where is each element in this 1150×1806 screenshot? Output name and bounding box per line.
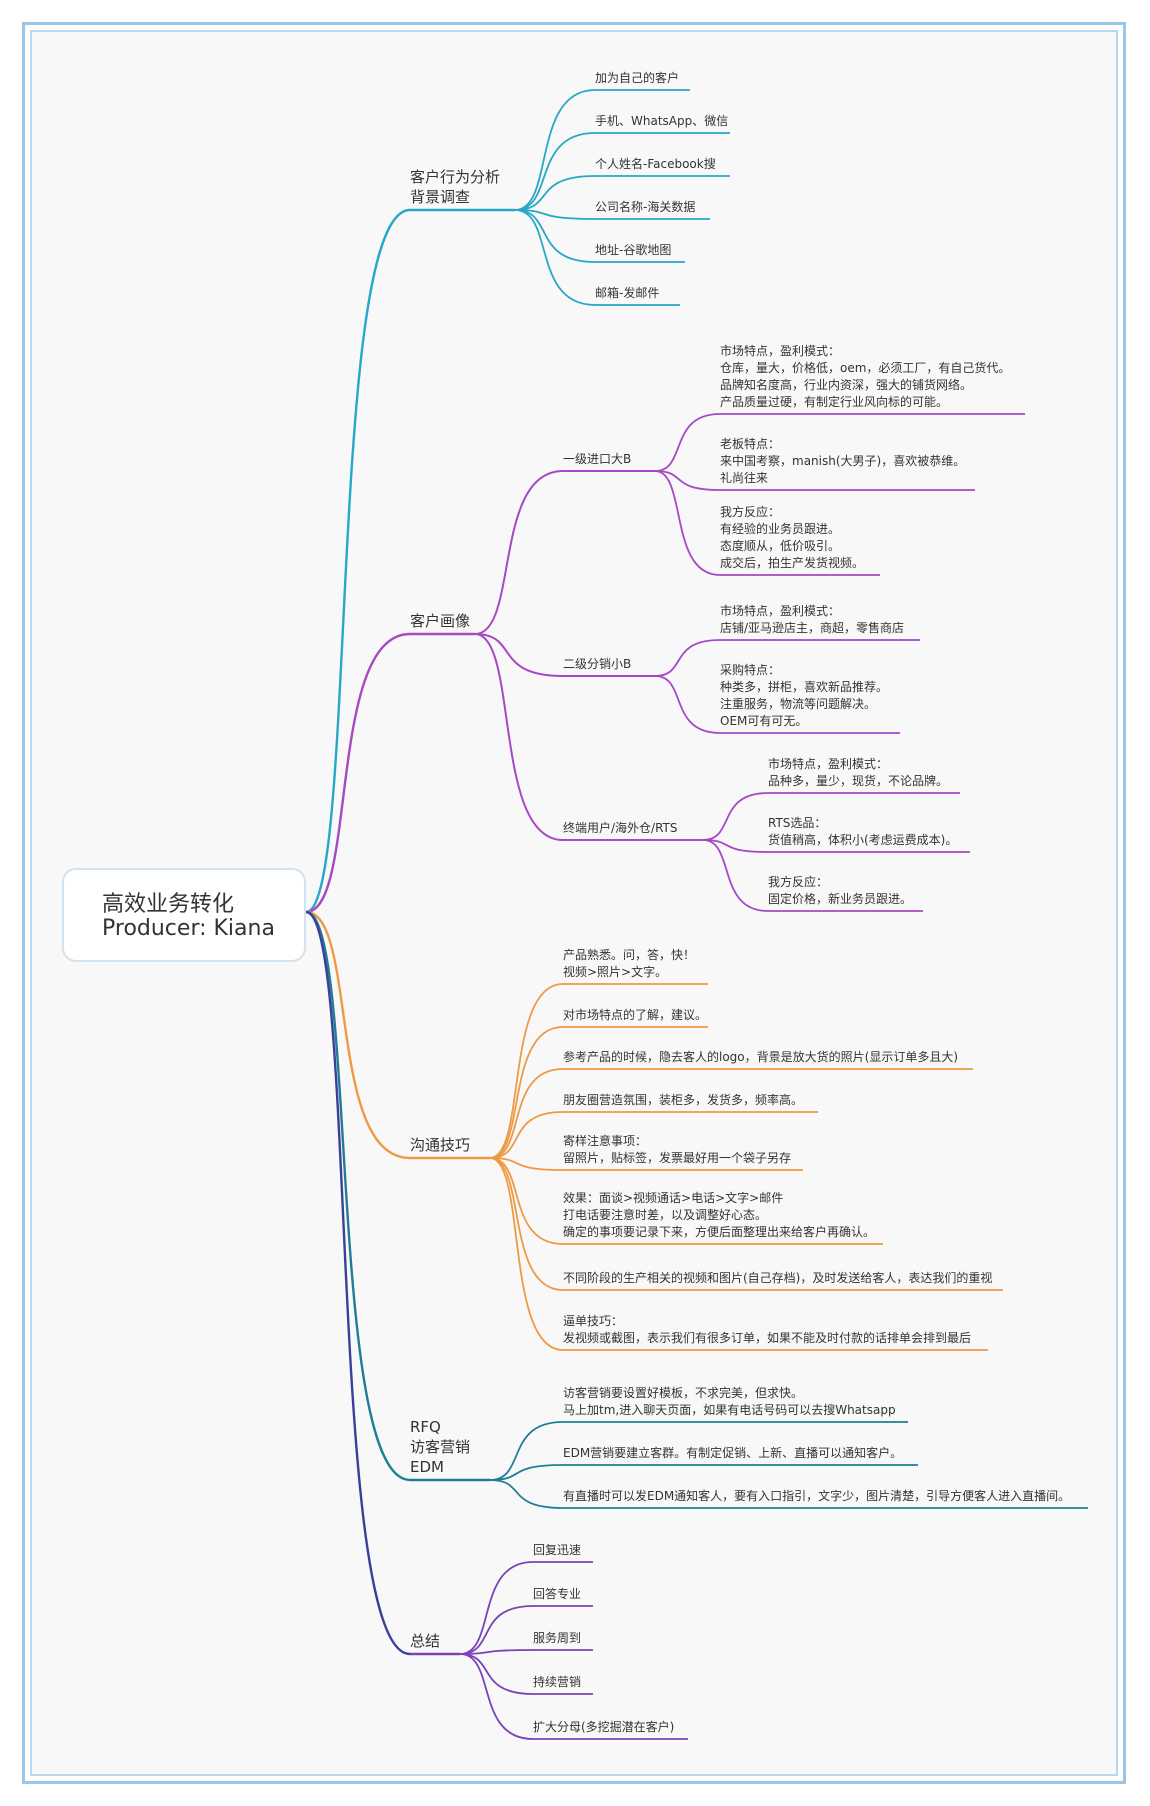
leaf-connector <box>514 209 596 220</box>
leaf-label: 市场特点，盈利模式：品种多，量少，现货，不论品牌。 <box>768 757 949 788</box>
leaf-label: 个人姓名-Facebook搜 <box>595 157 716 171</box>
branch-connector <box>305 208 411 914</box>
leaf-connector <box>702 839 769 853</box>
sub-connector <box>474 633 564 841</box>
branch-connector <box>305 910 411 1656</box>
leaf-label: 朋友圈营造氛围，装柜多，发货多，频率高。 <box>563 1093 804 1107</box>
leaf-label: EDM营销要建立客群。有制定促销、上新、直播可以通知客户。 <box>563 1446 903 1460</box>
leaf-label: 手机、WhatsApp、微信 <box>595 114 729 128</box>
branch-label: 客户画像 <box>410 612 471 630</box>
leaf-label: 服务周到 <box>533 1631 582 1645</box>
leaf-connector <box>489 1157 564 1351</box>
branch-label: 客户行为分析背景调查 <box>410 168 501 206</box>
root-title: 高效业务转化 <box>102 892 235 917</box>
leaf-label: 逼单技巧：发视频或截图，表示我们有很多订单，如果不能及时付款的话排单会排到最后 <box>563 1314 972 1345</box>
leaf-label: 对市场特点的了解，建议。 <box>563 1008 708 1022</box>
leaf-connector <box>459 1653 534 1740</box>
leaf-label: 扩大分母(多挖掘潜在客户) <box>533 1720 675 1734</box>
leaf-label: 老板特点：来中国考察，manish(大男子)，喜欢被恭维。礼尚往来 <box>720 437 966 485</box>
leaf-connector <box>459 1653 534 1695</box>
branch-connector <box>305 910 411 1482</box>
leaf-connector <box>489 983 564 1159</box>
leaf-connector <box>654 470 721 576</box>
leaf-connector <box>654 639 721 677</box>
leaf-label: 效果：面谈>视频通话>电话>文字>邮件打电话要注意时差，以及调整好心态。确定的事… <box>563 1191 876 1239</box>
leaf-label: 邮箱-发邮件 <box>595 286 660 300</box>
leaf-label: RTS选品：货值稍高，体积小(考虑运费成本)。 <box>768 816 958 847</box>
leaf-connector <box>702 792 769 841</box>
leaf-connector <box>514 209 596 306</box>
leaf-connector <box>489 1157 564 1291</box>
sub-label: 二级分销小B <box>563 657 632 671</box>
leaf-label: 市场特点，盈利模式：店铺/亚马逊店主，商超，零售商店 <box>720 604 905 635</box>
branch-label: 总结 <box>410 1632 441 1650</box>
leaf-label: 市场特点，盈利模式：仓库，量大，价格低，oem，必须工厂，有自己货代。品牌知名度… <box>720 344 1011 409</box>
leaf-label: 地址-谷歌地图 <box>595 243 672 257</box>
leaf-connector <box>702 839 769 912</box>
leaf-label: 回答专业 <box>533 1587 582 1601</box>
leaf-connector <box>489 1068 564 1159</box>
leaf-label: 公司名称-海关数据 <box>595 200 696 214</box>
branch-connector <box>305 910 411 1160</box>
leaf-label: 采购特点：种类多，拼柜，喜欢新品推荐。注重服务，物流等问题解决。OEM可有可无。 <box>720 663 889 728</box>
leaf-connector <box>489 1026 564 1159</box>
leaf-connector <box>489 1464 564 1481</box>
leaf-connector <box>654 470 721 491</box>
outer-frame <box>22 22 1126 1784</box>
leaf-connector <box>489 1157 564 1171</box>
leaf-label: 寄样注意事项：留照片，贴标签，发票最好用一个袋子另存 <box>563 1134 792 1165</box>
leaf-label: 持续营销 <box>533 1675 582 1689</box>
leaf-label: 我方反应：有经验的业务员跟进。态度顺从，低价吸引。成交后，拍生产发货视频。 <box>720 505 865 570</box>
leaf-label: 加为自己的客户 <box>595 71 680 85</box>
sub-connector <box>474 633 564 677</box>
leaf-connector <box>459 1649 534 1655</box>
sub-connector <box>474 470 564 635</box>
leaf-connector <box>459 1605 534 1655</box>
root-node: 高效业务转化 Producer: Kiana <box>62 868 306 962</box>
leaf-connector <box>514 89 596 211</box>
sub-label: 一级进口大B <box>563 452 632 466</box>
leaf-label: 回复迅速 <box>533 1543 582 1557</box>
leaf-label: 有直播时可以发EDM通知客人，要有入口指引，文字少，图片清楚，引导方便客人进入直… <box>563 1489 1071 1503</box>
leaf-connector <box>514 175 596 211</box>
leaf-label: 不同阶段的生产相关的视频和图片(自己存档)，及时发送给客人，表达我们的重视 <box>563 1271 993 1285</box>
leaf-connector <box>514 209 596 263</box>
leaf-connector <box>654 675 721 734</box>
leaf-label: 访客营销要设置好模板，不求完美，但求快。马上加tm,进入聊天页面，如果有电话号码… <box>563 1386 896 1417</box>
branch-connector <box>305 632 411 914</box>
leaf-label: 参考产品的时候，隐去客人的logo，背景是放大货的照片(显示订单多且大) <box>563 1050 959 1064</box>
branch-label: 沟通技巧 <box>410 1136 471 1154</box>
leaf-label: 我方反应：固定价格，新业务员跟进。 <box>768 875 913 906</box>
leaf-connector <box>654 413 721 472</box>
leaf-connector <box>489 1479 564 1509</box>
leaf-connector <box>489 1111 564 1159</box>
leaf-label: 产品熟悉。问，答，快！视频>照片>文字。 <box>563 948 696 979</box>
leaf-connector <box>489 1157 564 1245</box>
leaf-connector <box>489 1421 564 1481</box>
root-producer: Producer: Kiana <box>102 916 275 941</box>
leaf-connector <box>514 132 596 211</box>
leaf-connector <box>459 1561 534 1655</box>
sub-label: 终端用户/海外仓/RTS <box>563 821 678 835</box>
